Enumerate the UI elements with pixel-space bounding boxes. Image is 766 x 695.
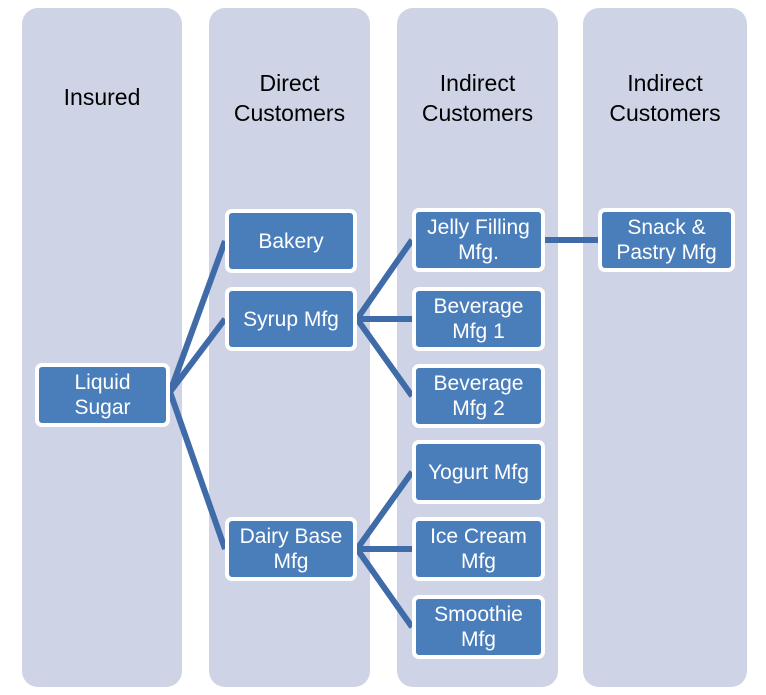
node-snack-pastry[interactable]: Snack & Pastry Mfg — [598, 208, 735, 272]
swimlane-title-insured: Insured — [63, 84, 141, 110]
node-bakery[interactable]: Bakery — [225, 209, 357, 273]
node-dairy-base-mfg[interactable]: Dairy Base Mfg — [225, 517, 357, 581]
node-ice-cream-mfg[interactable]: Ice Cream Mfg — [412, 517, 545, 581]
swimlane-title-indirect1: Indirect Customers — [421, 70, 534, 126]
node-liquid-sugar[interactable]: Liquid Sugar — [35, 363, 170, 427]
node-syrup-mfg[interactable]: Syrup Mfg — [225, 287, 357, 351]
node-smoothie-mfg[interactable]: Smoothie Mfg — [412, 595, 545, 659]
node-yogurt-mfg[interactable]: Yogurt Mfg — [412, 440, 545, 504]
node-beverage-1[interactable]: Beverage Mfg 1 — [412, 287, 545, 351]
swimlane-title-direct: Direct Customers — [233, 70, 346, 126]
node-jelly-filling[interactable]: Jelly Filling Mfg. — [412, 208, 545, 272]
swimlane-title-indirect2: Indirect Customers — [609, 70, 721, 126]
swimlane-indirect2 — [583, 8, 747, 687]
swimlane-insured — [22, 8, 182, 687]
node-beverage-2[interactable]: Beverage Mfg 2 — [412, 364, 545, 428]
